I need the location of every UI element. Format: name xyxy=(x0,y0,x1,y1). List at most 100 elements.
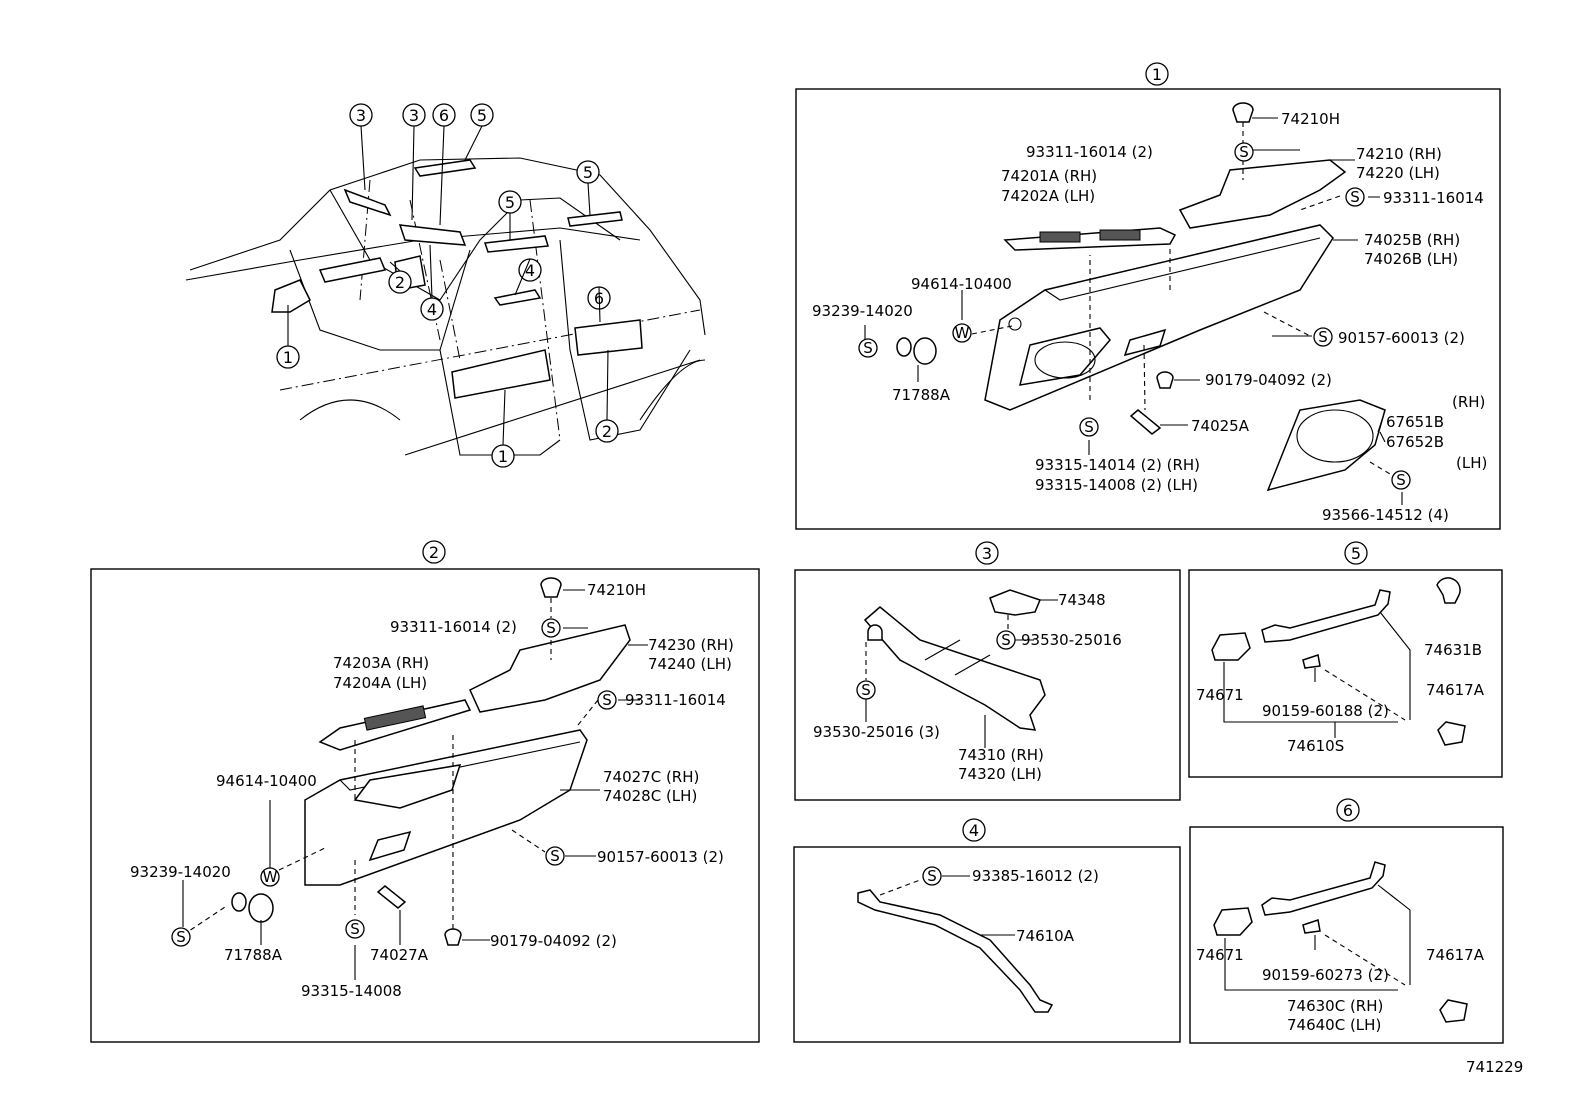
panel-3-marker: 3 xyxy=(982,544,992,563)
p1-label-93239-14020: 93239-14020 xyxy=(812,302,913,320)
p2-label-93311-16014-2: 93311-16014 (2) xyxy=(390,618,517,636)
p3-label-93530-25016: 93530-25016 xyxy=(1021,631,1122,649)
panel-1: 1 S S xyxy=(795,62,1501,530)
panel-1-marker: 1 xyxy=(1152,65,1162,84)
p5-label-74671: 74671 xyxy=(1196,686,1244,704)
p3-label-74310-rh: 74310 (RH) xyxy=(958,746,1044,764)
p4-label-93385-16012-2: 93385-16012 (2) xyxy=(972,867,1099,885)
p3-sun-visor xyxy=(863,606,1046,731)
p2-label-74027C-rh: 74027C (RH) xyxy=(603,768,699,786)
car-marker-5b: 5 xyxy=(583,163,593,182)
p1-label-93311-16014-2: 93311-16014 (2) xyxy=(1026,143,1153,161)
screw-icon: S xyxy=(927,867,937,885)
p1-label-74220-lh: 74220 (LH) xyxy=(1356,164,1440,182)
p2-upper-trim xyxy=(318,699,472,751)
p1-label-74201A-rh: 74201A (RH) xyxy=(1001,167,1097,185)
p1-upper-trim xyxy=(1003,227,1177,251)
screw-icon: S xyxy=(350,920,360,938)
p2-label-93311-16014: 93311-16014 xyxy=(625,691,726,709)
panel-4-frame xyxy=(793,846,1181,1043)
p1-label-67652B: 67652B xyxy=(1386,433,1444,451)
p4-assist-grip-bracket xyxy=(857,889,1054,1013)
washer-icon: W xyxy=(955,324,970,342)
screw-icon: S xyxy=(602,691,612,709)
p4-label-74610A: 74610A xyxy=(1016,927,1075,945)
panel-6-marker: 6 xyxy=(1343,801,1353,820)
p1-label-90157-60013-2: 90157-60013 (2) xyxy=(1338,329,1465,347)
panel-2: 2 S S S W S S 74210H 93311-16014 (2) xyxy=(90,540,760,1043)
car-marker-2b: 2 xyxy=(602,422,612,441)
p2-label-93315-14008: 93315-14008 xyxy=(301,982,402,1000)
screw-icon: S xyxy=(1318,328,1328,346)
p3-holder xyxy=(989,589,1042,616)
p2-label-74210H: 74210H xyxy=(587,581,646,599)
car-marker-2a: 2 xyxy=(395,273,405,292)
p5-label-90159-60188-2: 90159-60188 (2) xyxy=(1262,702,1389,720)
p1-label-67651B: 67651B xyxy=(1386,413,1444,431)
p1-label-90179-04092-2: 90179-04092 (2) xyxy=(1205,371,1332,389)
p1-label-lh: (LH) xyxy=(1456,454,1487,472)
p2-label-93239-14020: 93239-14020 xyxy=(130,863,231,881)
panel-6-frame xyxy=(1189,826,1504,1044)
screw-icon: S xyxy=(1084,418,1094,436)
p1-label-74025A: 74025A xyxy=(1191,417,1250,435)
p1-label-93315-14014: 93315-14014 (2) (RH) xyxy=(1035,456,1200,474)
p6-label-74617A: 74617A xyxy=(1426,946,1485,964)
screw-icon: S xyxy=(550,847,560,865)
p6-label-90159-60273-2: 90159-60273 (2) xyxy=(1262,966,1389,984)
p1-label-74026B-lh: 74026B (LH) xyxy=(1364,250,1458,268)
panel-5: 5 74631B 74617A 74671 90159-60188 (2) 74… xyxy=(1188,541,1503,778)
car-marker-4b: 4 xyxy=(427,300,437,319)
p2-label-90157-60013-2: 90157-60013 (2) xyxy=(597,848,724,866)
panel-4-marker: 4 xyxy=(969,821,979,840)
p6-label-74630C-rh: 74630C (RH) xyxy=(1287,997,1383,1015)
p1-label-rh: (RH) xyxy=(1452,393,1485,411)
p2-label-74204A-lh: 74204A (LH) xyxy=(333,674,427,692)
panel-5-marker: 5 xyxy=(1351,544,1361,563)
panel-1-frame xyxy=(795,88,1501,530)
panel-4: 4 S 93385-16012 (2) 74610A xyxy=(793,818,1181,1043)
screw-icon: S xyxy=(1001,631,1011,649)
p1-clip-74210H xyxy=(1232,102,1254,123)
p5-label-74610S: 74610S xyxy=(1287,737,1344,755)
screw-icon: S xyxy=(863,339,873,357)
p6-label-74640C-lh: 74640C (LH) xyxy=(1287,1016,1381,1034)
washer-icon: W xyxy=(263,868,278,886)
car-marker-5c: 5 xyxy=(505,193,515,212)
p1-label-74202A-lh: 74202A (LH) xyxy=(1001,187,1095,205)
p5-label-74631B: 74631B xyxy=(1424,641,1482,659)
p3-label-93530-25016-3: 93530-25016 (3) xyxy=(813,723,940,741)
p6-label-74671: 74671 xyxy=(1196,946,1244,964)
p2-label-74203A-rh: 74203A (RH) xyxy=(333,654,429,672)
panel-5-frame xyxy=(1188,569,1503,778)
p1-label-93566-14512: 93566-14512 (4) xyxy=(1322,506,1449,524)
p2-label-74230-rh: 74230 (RH) xyxy=(648,636,734,654)
screw-icon: S xyxy=(546,619,556,637)
screw-icon: S xyxy=(861,681,871,699)
p1-speaker-cover xyxy=(1266,399,1386,492)
p2-clip-74210H xyxy=(540,577,562,598)
p1-label-74210-rh: 74210 (RH) xyxy=(1356,145,1442,163)
p2-label-74027A: 74027A xyxy=(370,946,429,964)
p5-grip xyxy=(1261,589,1391,643)
panel-2-frame xyxy=(90,568,760,1043)
car-marker-3b: 3 xyxy=(409,106,419,125)
p1-label-74210H: 74210H xyxy=(1281,110,1340,128)
screw-icon: S xyxy=(1350,188,1360,206)
p2-label-71788A: 71788A xyxy=(224,946,283,964)
p2-main-trim xyxy=(304,729,588,886)
p2-label-74240-lh: 74240 (LH) xyxy=(648,655,732,673)
p1-label-94614-10400: 94614-10400 xyxy=(911,275,1012,293)
p3-label-74348: 74348 xyxy=(1058,591,1106,609)
panel-6: 6 74671 74617A 90159-60273 (2) 74630C (R… xyxy=(1189,798,1504,1044)
panel-3-frame xyxy=(794,569,1181,801)
car-marker-3a: 3 xyxy=(356,106,366,125)
car-marker-6a: 6 xyxy=(439,106,449,125)
p2-label-94614-10400: 94614-10400 xyxy=(216,772,317,790)
p2-label-90179-04092-2: 90179-04092 (2) xyxy=(490,932,617,950)
p2-label-74028C-lh: 74028C (LH) xyxy=(603,787,697,805)
p1-label-74025B-rh: 74025B (RH) xyxy=(1364,231,1460,249)
screw-icon: S xyxy=(1396,471,1406,489)
car-marker-5a: 5 xyxy=(477,106,487,125)
